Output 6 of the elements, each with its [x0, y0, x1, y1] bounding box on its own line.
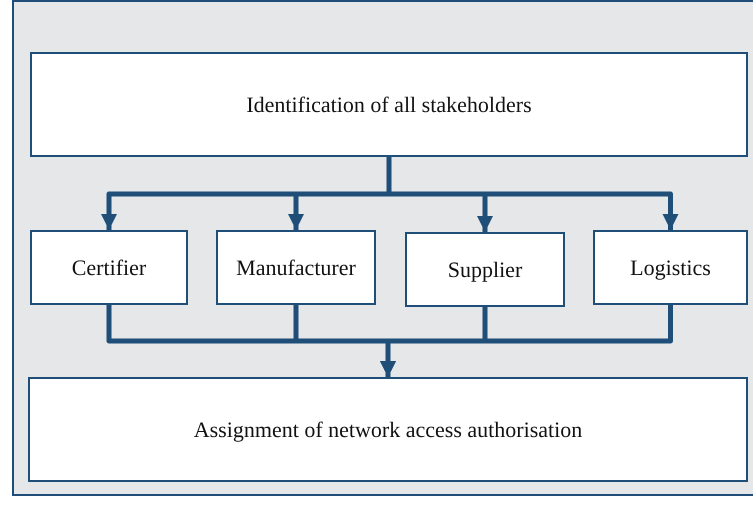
process-box: Certifier	[30, 230, 188, 305]
process-box: Supplier	[405, 232, 565, 307]
process-box: Identification of all stakeholders	[30, 52, 748, 157]
process-box: Manufacturer	[216, 230, 376, 305]
process-box: Logistics	[593, 230, 748, 305]
process-box: Assignment of network access authorisation	[28, 377, 748, 482]
